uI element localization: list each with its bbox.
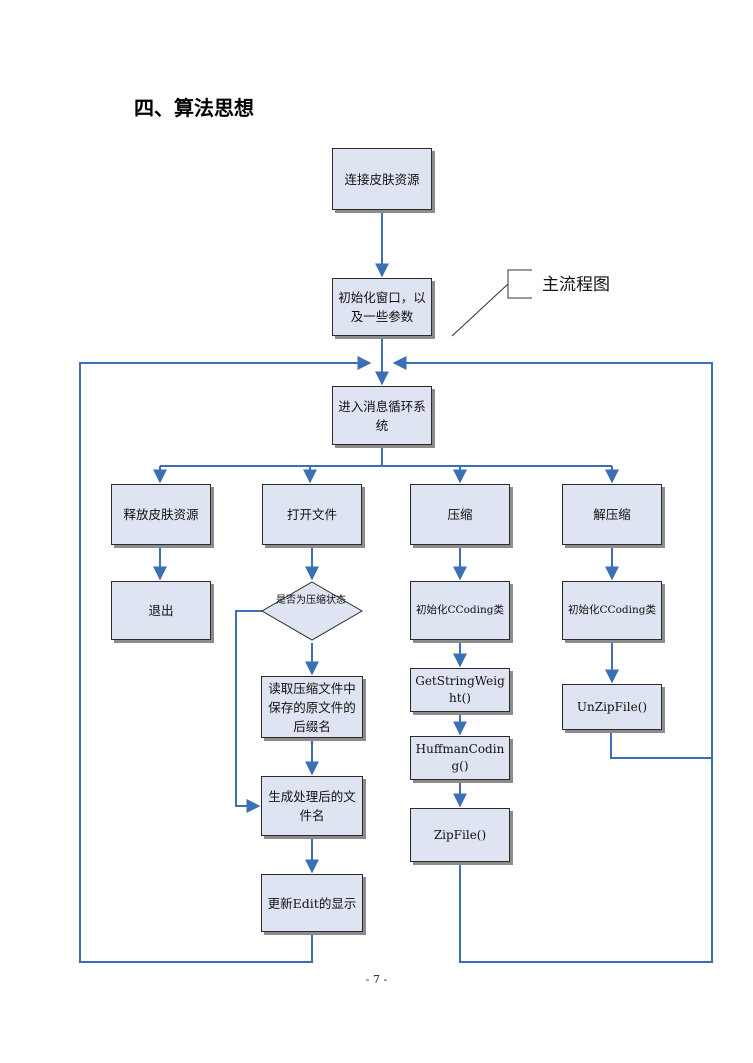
unzip-feed-line — [610, 730, 712, 759]
node-init-ccoding-2: 初始化CCoding类 — [562, 581, 662, 640]
node-unzipfile: UnZipFile() — [562, 684, 662, 730]
node-exit: 退出 — [111, 581, 211, 640]
node-connect-skin: 连接皮肤资源 — [332, 148, 432, 210]
left-return-loop — [79, 356, 372, 963]
node-message-loop: 进入消息循环系统 — [332, 386, 432, 445]
node-huffman-coding: HuffmanCoding() — [410, 736, 510, 780]
node-generate-name: 生成处理后的文件名 — [261, 776, 363, 836]
node-open-file: 打开文件 — [262, 484, 362, 545]
decision-diamond — [261, 581, 363, 641]
node-zipfile: ZipFile() — [410, 808, 510, 862]
node-read-suffix: 读取压缩文件中保存的原文件的后缀名 — [261, 676, 363, 738]
node-init-ccoding: 初始化CCoding类 — [410, 581, 510, 640]
callout-label: 主流程图 — [542, 275, 610, 295]
node-update-edit: 更新Edit的显示 — [261, 874, 363, 932]
node-get-string-weight: GetStringWeight() — [410, 668, 510, 712]
node-init-window: 初始化窗口，以及一些参数 — [332, 278, 432, 336]
page-number: - 7 - — [365, 973, 388, 986]
right-return-loop — [392, 356, 713, 963]
section-heading: 四、算法思想 — [134, 96, 254, 120]
node-compress: 压缩 — [410, 484, 510, 545]
callout-pointer — [451, 283, 509, 337]
callout-bracket — [507, 269, 532, 299]
arrow-diamond-bypass — [235, 610, 262, 813]
node-release-skin: 释放皮肤资源 — [111, 484, 211, 545]
decision-label: 是否为压缩状态 — [276, 595, 346, 606]
node-decompress: 解压缩 — [562, 484, 662, 545]
